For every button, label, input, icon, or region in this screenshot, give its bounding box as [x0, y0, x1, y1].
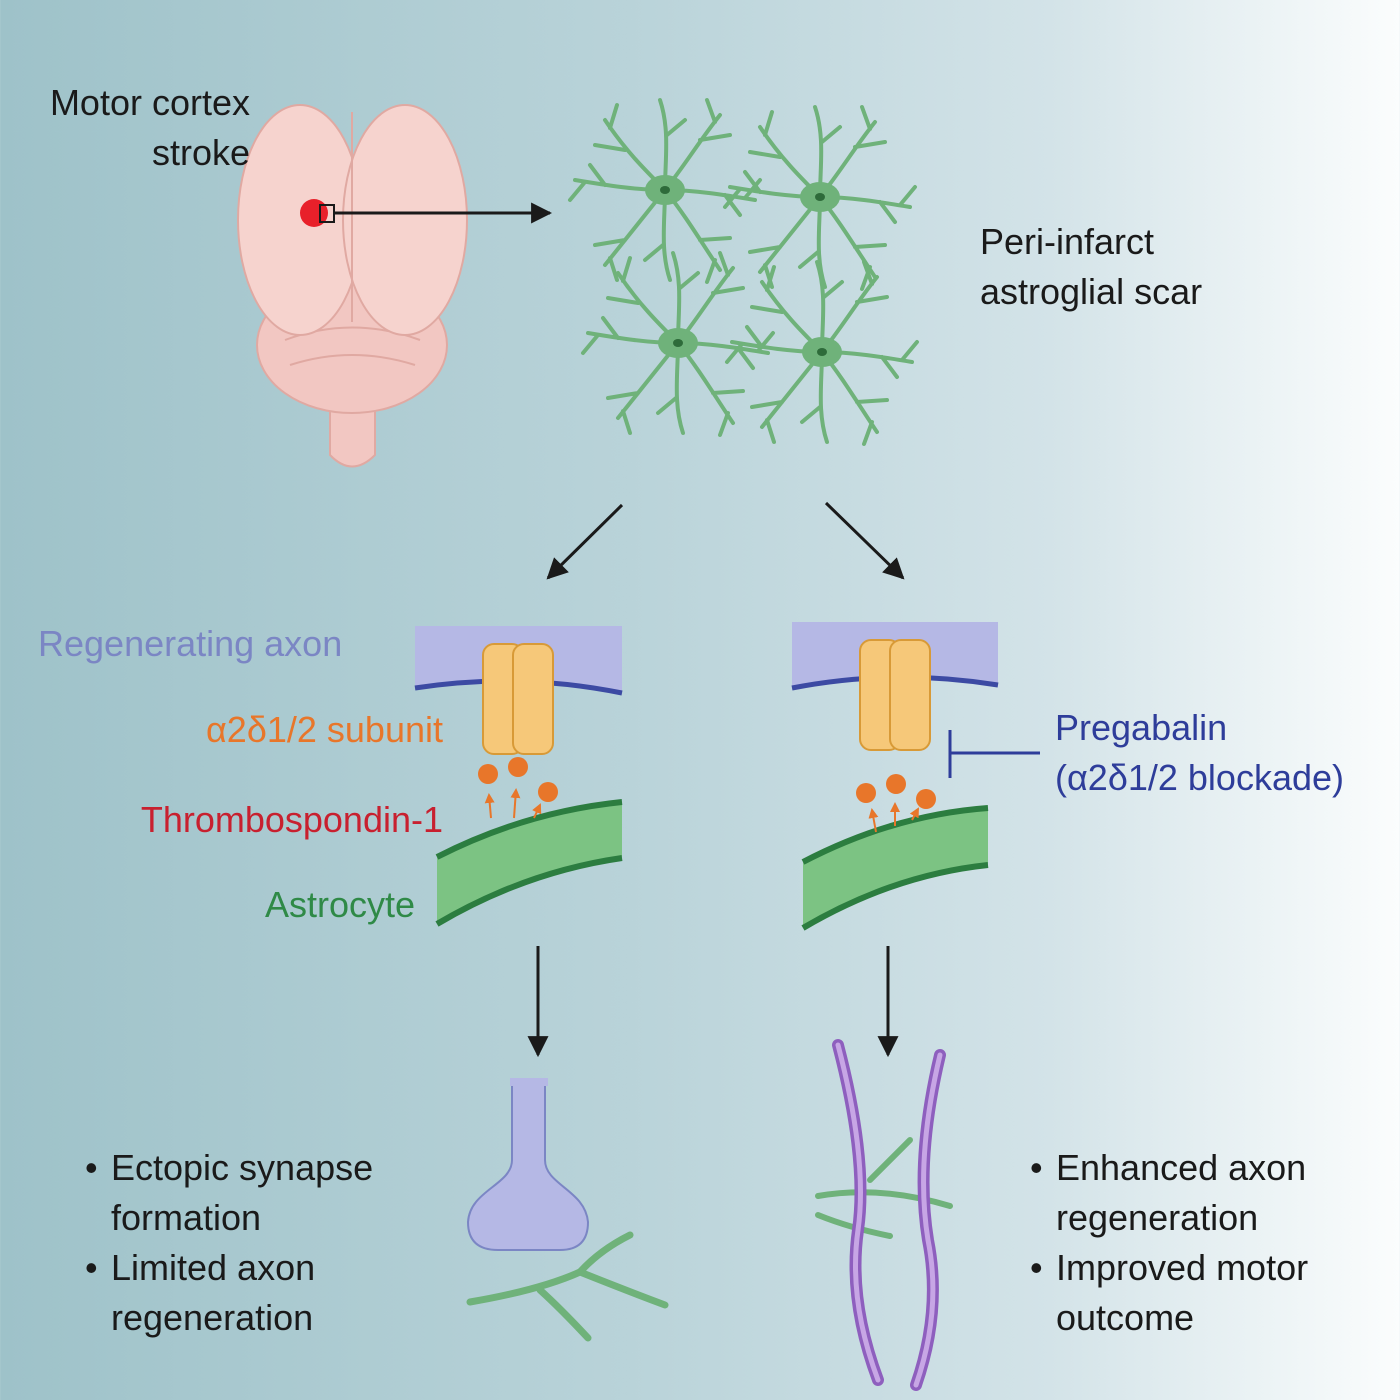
- astrocyte-label: Astrocyte: [264, 884, 415, 925]
- pregabalin-label: Pregabalin (α2δ1/2 blockade): [1055, 707, 1345, 798]
- right-interaction-panel: [791, 622, 999, 931]
- right-outcome-list: Enhanced axon regeneration Improved moto…: [1030, 1143, 1400, 1343]
- pregabalin-inhibition-symbol: [948, 730, 1040, 778]
- stroke-label: Motor cortex stroke: [49, 82, 250, 173]
- right-outcome-item: Improved motor outcome: [1030, 1243, 1400, 1343]
- left-interaction-panel: [414, 626, 623, 927]
- branch-arrow-left: [546, 503, 624, 580]
- astrocyte-cell-1: [568, 98, 762, 284]
- brain-illustration: [237, 104, 468, 468]
- axon-label: Regenerating axon: [38, 623, 343, 664]
- regenerating-axons-illustration: [815, 1039, 953, 1391]
- subunit-label: α2δ1/2 subunit: [205, 709, 443, 750]
- scar-label: Peri-infarct astroglial scar: [980, 221, 1203, 312]
- ectopic-synapse-illustration: [466, 1078, 669, 1342]
- left-outcome-list: Ectopic synapse formation Limited axon r…: [85, 1143, 471, 1343]
- left-outcome-item: Ectopic synapse formation: [85, 1143, 471, 1243]
- astroglial-scar-cluster: [568, 98, 919, 446]
- right-outcome-item: Enhanced axon regeneration: [1030, 1143, 1400, 1243]
- astrocyte-cell-4: [725, 260, 919, 446]
- thrombospondin-label: Thrombospondin-1: [140, 799, 443, 840]
- left-outcome-item: Limited axon regeneration: [85, 1243, 471, 1343]
- branch-arrow-right: [824, 501, 905, 580]
